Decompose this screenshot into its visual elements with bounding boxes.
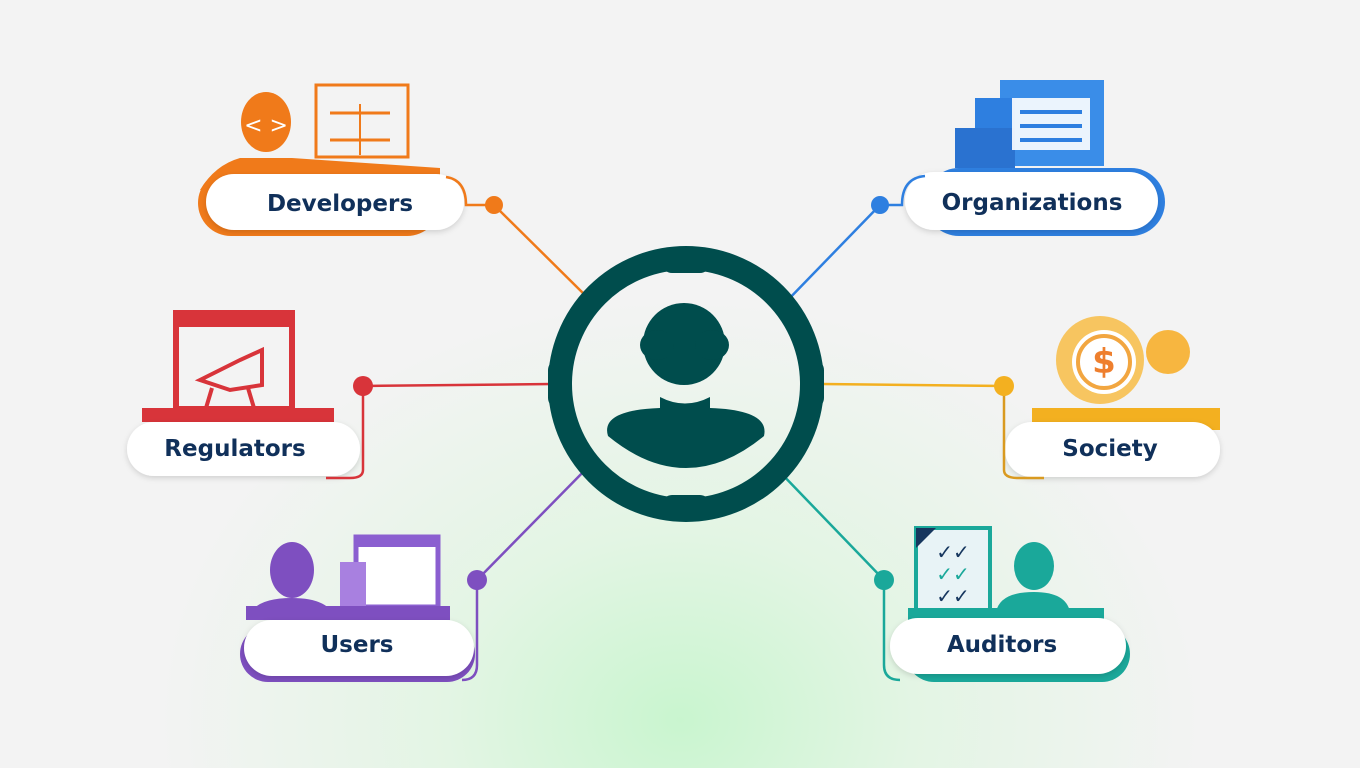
connector-society — [821, 382, 1005, 388]
svg-text:< >: < > — [244, 114, 288, 139]
svg-text:✓✓: ✓✓ — [936, 562, 970, 586]
connector-regulators — [362, 382, 553, 388]
stakeholder-organizations: Organizations — [871, 80, 1165, 236]
society-money-gear-icon: $ — [1032, 316, 1220, 430]
connectors — [362, 204, 1005, 581]
label-users: Users — [321, 632, 394, 658]
connector-organizations — [782, 204, 881, 306]
organization-window-icon — [955, 80, 1104, 168]
svg-text:✓✓: ✓✓ — [936, 540, 970, 564]
user-icon — [607, 303, 765, 468]
node-dot-society — [994, 376, 1014, 396]
stakeholder-regulators: Regulators — [127, 310, 373, 480]
label-society: Society — [1062, 436, 1157, 462]
node-dot-users — [467, 570, 487, 590]
label-developers: Developers — [267, 191, 413, 217]
node-dot-developers — [485, 196, 503, 214]
regulator-gavel-icon — [142, 310, 334, 422]
label-regulators: Regulators — [164, 436, 305, 462]
stakeholder-developers: < > Developers — [198, 83, 503, 236]
users-screen-icon — [246, 534, 450, 620]
stakeholder-society: $ Society — [994, 316, 1220, 480]
stakeholder-auditors: ✓✓ ✓✓ ✓✓ Auditors — [874, 526, 1130, 682]
center-hub — [548, 246, 824, 522]
label-auditors: Auditors — [947, 632, 1057, 658]
node-dot-organizations — [871, 196, 889, 214]
stakeholder-users: Users — [240, 534, 487, 682]
svg-text:✓✓: ✓✓ — [936, 584, 970, 608]
node-dot-auditors — [874, 570, 894, 590]
node-dot-regulators — [353, 376, 373, 396]
connector-users — [476, 464, 591, 581]
connector-auditors — [777, 469, 885, 581]
label-organizations: Organizations — [942, 190, 1123, 216]
auditor-checklist-icon: ✓✓ ✓✓ ✓✓ — [908, 526, 1104, 622]
connector-developers — [493, 204, 593, 303]
svg-text:$: $ — [1092, 342, 1116, 382]
